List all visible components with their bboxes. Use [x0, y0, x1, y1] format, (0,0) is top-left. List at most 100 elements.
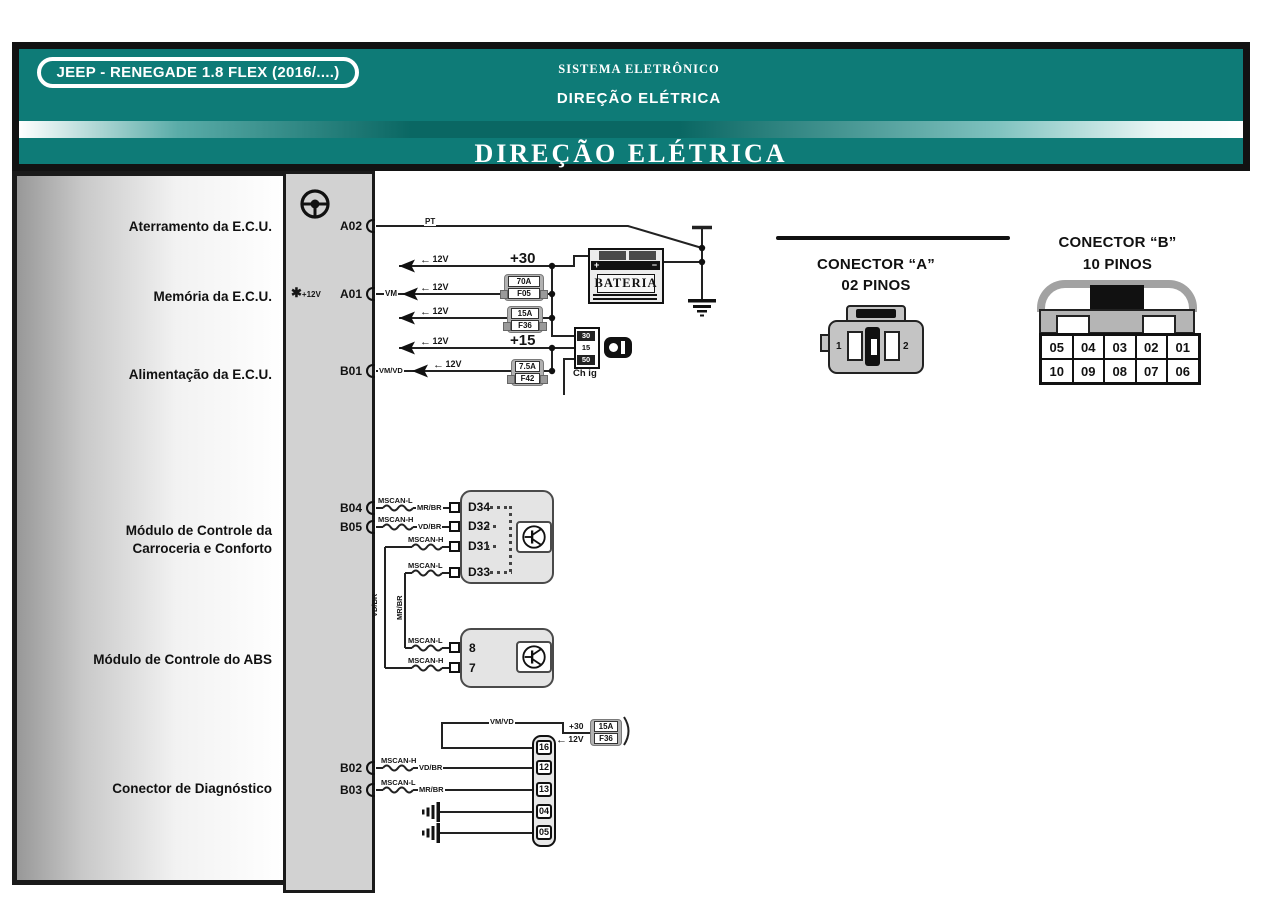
bcm-pin-terminal	[449, 502, 460, 513]
diag-pin-05: 05	[536, 825, 552, 840]
connector-b-pin: 01	[1167, 335, 1199, 359]
connector-b-tab	[1090, 285, 1144, 310]
battery-minus: −	[651, 260, 657, 270]
label-vdbr-b02: VD/BR	[418, 763, 444, 772]
ecu-pin-b05: B05	[339, 520, 362, 534]
ignition-terminal-30: 30	[577, 331, 595, 341]
page-title: DIREÇÃO ELÉTRICA	[474, 139, 788, 168]
squiggle-d33	[411, 569, 443, 577]
label-mrbr-b04: MR/BR	[416, 503, 443, 512]
fuse-f05: 70A F05	[500, 274, 548, 302]
squiggle-d31	[411, 543, 443, 551]
label-mscan-l-b03: MSCAN-L	[381, 778, 416, 787]
function-sidebar	[12, 171, 283, 885]
connector-a-cavity-1	[847, 331, 863, 361]
star-icon: ✱	[291, 285, 302, 300]
arrow-left-icon: ←	[433, 359, 444, 371]
fuse-f36-diag: 15A F36	[590, 719, 622, 747]
bcm-internal-link	[490, 506, 512, 509]
label-mrbr-vertical: MR/BR	[395, 595, 404, 620]
metallic-band	[19, 121, 1243, 138]
connector-b-pin-grid: 05 04 03 02 01 10 09 08 07 06	[1039, 333, 1201, 385]
bcm-pin-d31: D31	[468, 539, 491, 553]
connector-b-pin: 03	[1104, 335, 1136, 359]
label-12v-3: ← 12V	[420, 306, 449, 318]
sidebar-item-alimentacao: Alimentação da E.C.U.	[128, 367, 272, 382]
arrow-left-icon: ←	[420, 282, 431, 294]
fuse-terminal	[503, 322, 511, 332]
label-12v-diag: ← 12V	[556, 734, 584, 746]
abs-pin-terminal	[449, 642, 460, 653]
diag-ground-symbols	[422, 802, 440, 843]
label-12v-4: ← 12V	[420, 336, 449, 348]
label-mscan-l-d33: MSCAN-L	[408, 561, 443, 570]
wire-label-pt: PT	[424, 217, 437, 226]
wire-ign-50	[563, 358, 574, 395]
connector-a-cavity-2	[884, 331, 900, 361]
bcm-ecu-icon	[516, 521, 552, 553]
abs-pin-7: 7	[469, 661, 476, 675]
squiggle-abs8	[411, 644, 443, 652]
connector-b-notch	[1056, 315, 1090, 335]
pin-socket-a02	[366, 219, 375, 233]
ecu-pin-b03: B03	[339, 783, 362, 797]
label-vdbr-b05: VD/BR	[417, 522, 443, 531]
battery-terminal-cap	[629, 251, 656, 260]
bcm-pin-terminal	[449, 521, 460, 532]
label-12v-2: ← 12V	[420, 282, 449, 294]
junction-dots	[548, 244, 706, 375]
diag-pin-12: 12	[536, 760, 552, 775]
bcm-pin-terminal	[449, 567, 460, 578]
bcm-pin-d33: D33	[468, 565, 491, 579]
connector-b-pin: 06	[1167, 359, 1199, 383]
bus-15	[544, 348, 553, 372]
label-mscan-l-b04: MSCAN-L	[378, 496, 413, 505]
ecu-pin-b01: B01	[339, 364, 362, 378]
sidebar-item-memoria: Memória da E.C.U.	[153, 289, 272, 304]
fuse-f36-diag-name: F36	[594, 733, 618, 745]
wire-pt	[376, 225, 703, 249]
connector-a-subtitle: 02 PINOS	[841, 277, 911, 294]
ecu-pin-a02: A02	[339, 219, 362, 233]
pin-socket-b05	[366, 520, 375, 534]
fuse-f42: 7.5A F42	[507, 359, 548, 387]
connector-a-pin1-label: 1	[836, 341, 842, 352]
bcm-internal-link	[509, 506, 512, 572]
fuse-f36-name: F36	[511, 320, 539, 332]
wire-can-l-branch	[404, 572, 452, 649]
fuse-f36-amp: 15A	[511, 308, 539, 320]
pin-socket-a01	[366, 287, 375, 301]
fuse-f42-amp: 7.5A	[515, 361, 540, 373]
fuse-terminal	[539, 322, 547, 332]
connector-b-pin: 10	[1041, 359, 1073, 383]
connector-a-pin2-label: 2	[903, 341, 909, 352]
connector-b-pin: 02	[1135, 335, 1167, 359]
squiggle-b03	[382, 786, 414, 794]
bcm-internal-link	[490, 571, 512, 574]
label-mscan-h-b05: MSCAN-H	[378, 515, 414, 524]
fuse-f05-amp: 70A	[508, 276, 540, 288]
connector-a-separator	[776, 236, 1010, 240]
connector-b-notch	[1142, 315, 1176, 335]
connector-a-key-rib	[865, 327, 880, 366]
label-plus30-diag: +30	[569, 721, 584, 731]
connector-b-arch	[1037, 280, 1197, 312]
sidebar-item-bcm-line2: Carroceria e Conforto	[132, 541, 272, 556]
squiggle-b05	[382, 523, 414, 531]
ignition-label: Ch ig	[573, 368, 597, 379]
connector-a-title: CONECTOR “A”	[817, 256, 935, 273]
label-mscan-h-abs7: MSCAN-H	[408, 656, 444, 665]
system-label: SISTEMA ELETRÔNICO	[558, 62, 720, 76]
ecu-pin-a01: A01	[339, 287, 362, 301]
abs-ecu-icon	[516, 641, 552, 673]
wire-label-vm: VM	[384, 289, 398, 298]
abs-pin-terminal	[449, 662, 460, 673]
memory-note: ✱+12V	[291, 285, 321, 300]
connector-b-pin: 07	[1135, 359, 1167, 383]
fuse-f05-name: F05	[508, 288, 540, 300]
ecu-pin-b04: B04	[339, 501, 362, 515]
arrow-left-icon: ←	[556, 734, 567, 746]
fuse-f36: 15A F36	[503, 306, 547, 334]
pin-socket-b03	[366, 783, 375, 797]
